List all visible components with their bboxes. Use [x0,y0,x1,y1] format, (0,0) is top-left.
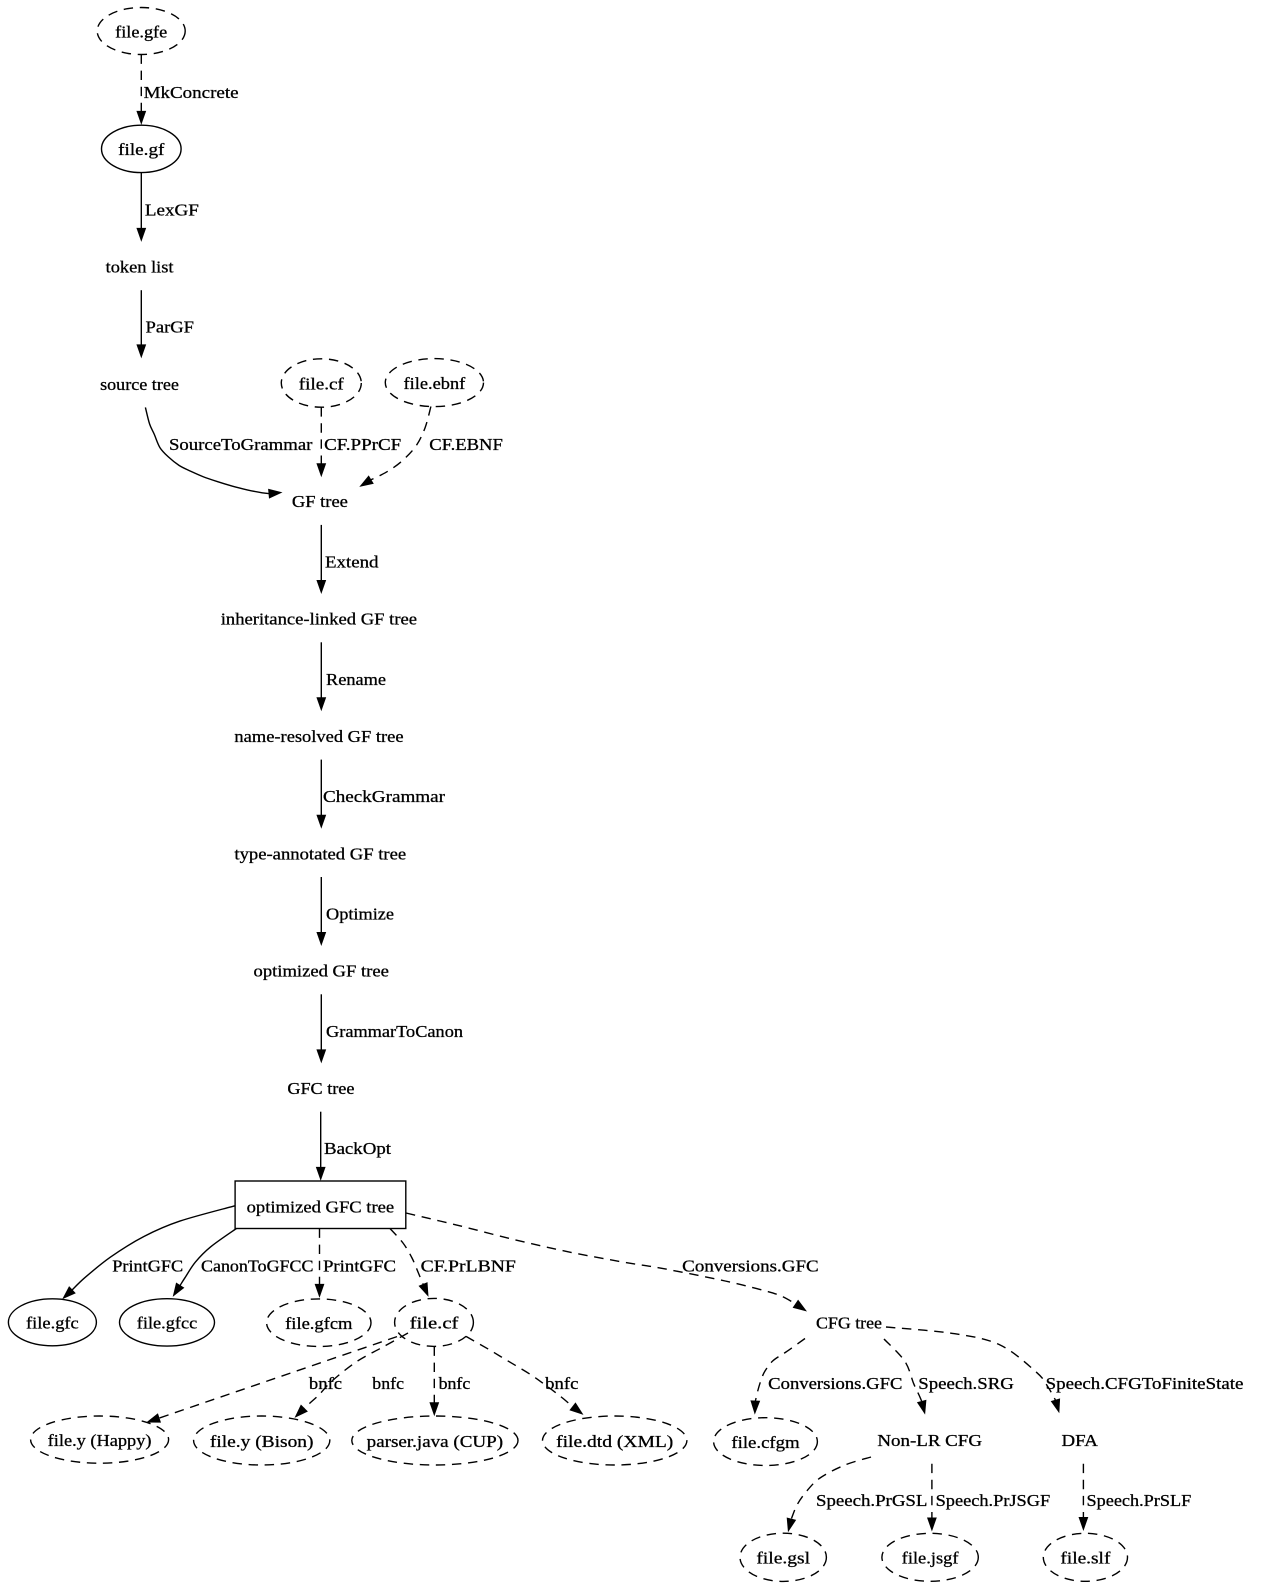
svg-text:bnfc: bnfc [372,1374,404,1393]
svg-text:Extend: Extend [325,552,379,571]
svg-text:file.y (Happy): file.y (Happy) [48,1431,152,1450]
svg-text:BackOpt: BackOpt [324,1139,391,1158]
svg-text:optimized GFC tree: optimized GFC tree [247,1198,395,1217]
svg-text:GF tree: GF tree [292,492,348,511]
svg-text:GrammarToCanon: GrammarToCanon [326,1022,463,1041]
svg-text:file.dtd (XML): file.dtd (XML) [556,1432,673,1451]
svg-text:Non-LR CFG: Non-LR CFG [877,1431,982,1450]
svg-text:Speech.PrGSL: Speech.PrGSL [816,1491,927,1510]
svg-text:PrintGFC: PrintGFC [112,1257,183,1276]
svg-text:file.ebnf: file.ebnf [404,374,466,393]
svg-text:CF.EBNF: CF.EBNF [429,435,503,454]
svg-text:source tree: source tree [100,375,179,394]
svg-text:Speech.SRG: Speech.SRG [918,1374,1014,1393]
svg-text:bnfc: bnfc [439,1374,471,1393]
svg-text:Speech.PrSLF: Speech.PrSLF [1087,1491,1192,1510]
svg-text:file.gf: file.gf [118,140,164,159]
svg-text:LexGF: LexGF [145,200,199,219]
svg-text:Optimize: Optimize [326,905,394,924]
svg-text:MkConcrete: MkConcrete [144,83,239,102]
svg-text:name-resolved GF tree: name-resolved GF tree [234,727,403,746]
svg-text:PrintGFC: PrintGFC [323,1257,396,1276]
svg-text:inheritance-linked GF tree: inheritance-linked GF tree [221,610,418,629]
svg-text:ParGF: ParGF [146,318,195,337]
svg-text:Rename: Rename [326,670,386,689]
svg-text:CF.PrLBNF: CF.PrLBNF [421,1257,516,1276]
svg-text:CheckGrammar: CheckGrammar [323,787,445,806]
svg-text:CFG tree: CFG tree [816,1314,882,1333]
svg-text:Conversions.GFC: Conversions.GFC [682,1257,819,1276]
svg-text:bnfc: bnfc [545,1374,579,1393]
svg-text:CF.PPrCF: CF.PPrCF [324,435,401,454]
svg-text:file.gfc: file.gfc [26,1314,79,1333]
svg-text:DFA: DFA [1062,1431,1099,1450]
svg-text:SourceToGrammar: SourceToGrammar [169,435,313,454]
svg-text:file.y (Bison): file.y (Bison) [210,1432,314,1451]
svg-text:Speech.PrJSGF: Speech.PrJSGF [936,1491,1051,1510]
svg-text:GFC tree: GFC tree [287,1079,354,1098]
svg-text:parser.java (CUP): parser.java (CUP) [367,1432,503,1451]
svg-text:type-annotated GF tree: type-annotated GF tree [234,844,406,863]
svg-text:file.cfgm: file.cfgm [731,1433,800,1452]
svg-text:token list: token list [106,258,174,277]
svg-text:file.gfcc: file.gfcc [137,1314,198,1333]
svg-text:file.gfe: file.gfe [115,22,167,41]
svg-text:file.cf: file.cf [299,374,344,393]
svg-text:Speech.CFGToFiniteState: Speech.CFGToFiniteState [1046,1374,1244,1393]
svg-text:optimized GF tree: optimized GF tree [254,962,390,981]
svg-text:bnfc: bnfc [309,1374,342,1393]
svg-text:file.gsl: file.gsl [756,1549,810,1568]
svg-text:file.cf: file.cf [410,1314,459,1333]
svg-text:file.jsgf: file.jsgf [902,1549,959,1568]
svg-text:CanonToGFCC: CanonToGFCC [201,1257,314,1276]
svg-text:file.gfcm: file.gfcm [285,1314,353,1333]
svg-text:Conversions.GFC: Conversions.GFC [768,1374,902,1393]
svg-text:file.slf: file.slf [1060,1549,1110,1568]
